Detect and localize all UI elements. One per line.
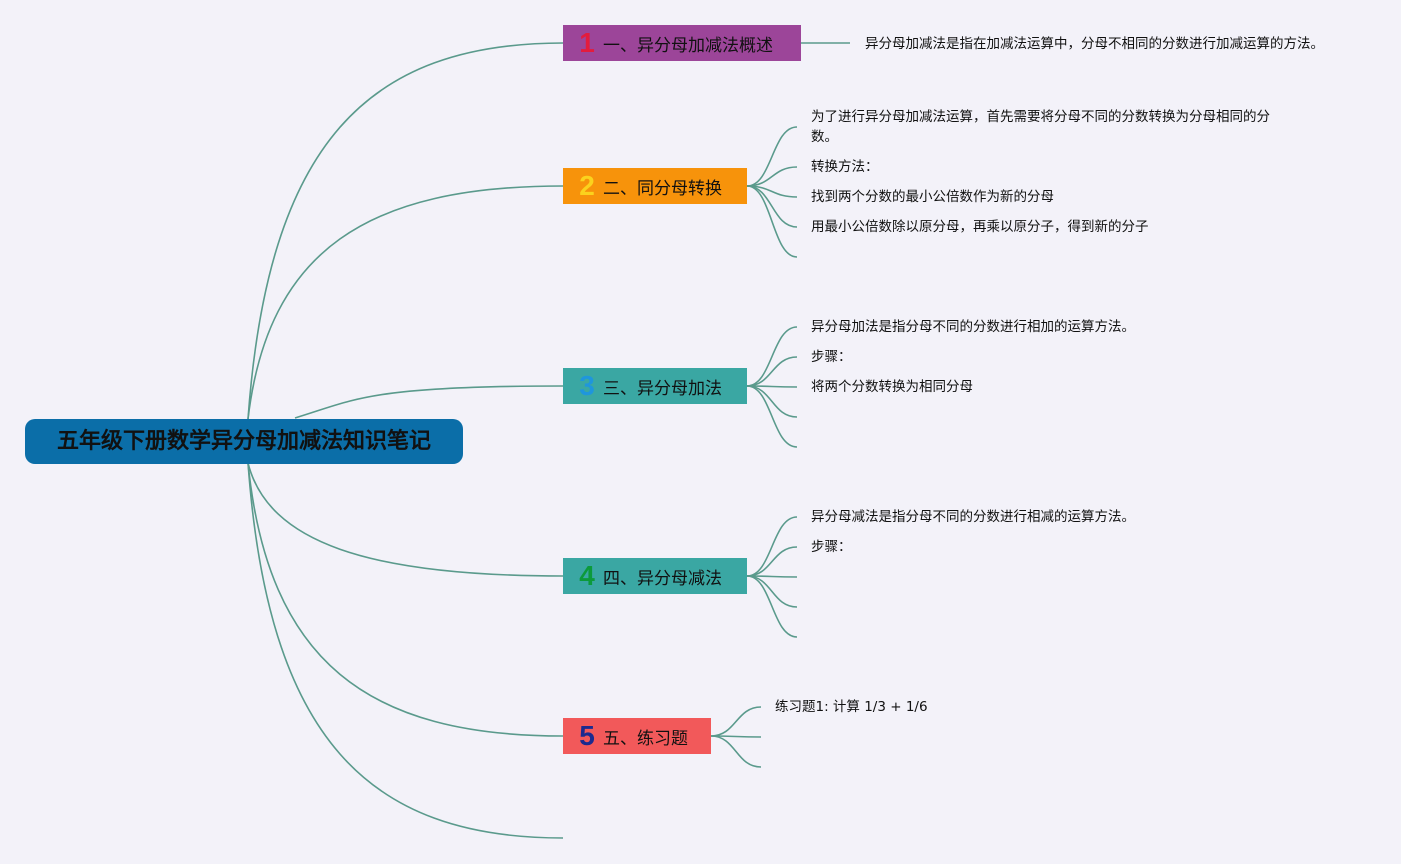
leaf-2-3[interactable]: 找到两个分数的最小公倍数作为新的分母 [811, 189, 1054, 205]
leaf-line-4-5 [746, 575, 798, 638]
branch-3 [294, 385, 564, 419]
topic-number-2: 2 [579, 170, 595, 201]
topic-4[interactable]: 4 四、异分母减法 [563, 558, 747, 594]
leaf-2-2[interactable]: 转换方法： [811, 159, 879, 175]
leaf-line-3-2 [746, 356, 798, 387]
branch-5 [247, 462, 564, 737]
leaf-4-2[interactable]: 步骤： [811, 539, 852, 555]
leaf-line-4-4 [746, 575, 798, 608]
topic-5[interactable]: 5 五、练习题 [563, 718, 711, 754]
leaf-line-2-1 [746, 126, 798, 187]
branch-6 [247, 462, 564, 839]
leaf-3-3[interactable]: 将两个分数转换为相同分母 [811, 379, 973, 395]
leaf-4-1[interactable]: 异分母减法是指分母不同的分数进行相减的运算方法。 [811, 509, 1135, 525]
leaf-line-4-2 [746, 546, 798, 577]
topic-label-3: 三、异分母加法 [603, 378, 722, 399]
leaf-3-1[interactable]: 异分母加法是指分母不同的分数进行相加的运算方法。 [811, 319, 1135, 335]
leaf-5-1[interactable]: 练习题1: 计算 1/3 + 1/6 [775, 699, 928, 715]
branch-2 [247, 185, 564, 420]
topic-1[interactable]: 1 一、异分母加减法概述 [563, 25, 801, 61]
topic-label-2: 二、同分母转换 [603, 178, 722, 199]
leaf-2-1[interactable]: 为了进行异分母加减法运算，首先需要将分母不同的分数转换为分母相同的分数。 [811, 109, 1270, 145]
topic-number-4: 4 [579, 560, 595, 591]
leaf-2-4[interactable]: 用最小公倍数除以原分母，再乘以原分子，得到新的分子 [811, 219, 1149, 235]
topic-number-1: 1 [579, 27, 595, 58]
topic-number-5: 5 [579, 720, 595, 751]
leaf-line-2-2 [746, 166, 798, 187]
leaf-line-5-3 [710, 735, 762, 768]
topic-label-4: 四、异分母减法 [603, 568, 722, 589]
leaf-3-2[interactable]: 步骤： [811, 349, 852, 365]
leaf-line-2-5 [746, 185, 798, 258]
topic-2[interactable]: 2 二、同分母转换 [563, 168, 747, 204]
topic-3[interactable]: 3 三、异分母加法 [563, 368, 747, 404]
topic-label-1: 一、异分母加减法概述 [603, 35, 773, 56]
leaf-1-1[interactable]: 异分母加减法是指在加减法运算中，分母不相同的分数进行加减运算的方法。 [865, 36, 1324, 52]
topic-number-3: 3 [579, 370, 595, 401]
branch-1 [247, 42, 564, 420]
leaf-line-3-4 [746, 385, 798, 418]
leaf-line-4-1 [746, 516, 798, 577]
root-topic[interactable]: 五年级下册数学异分母加减法知识笔记 [25, 419, 463, 464]
leaf-line-5-1 [710, 706, 762, 737]
leaf-line-3-1 [746, 326, 798, 387]
leaf-line-3-5 [746, 385, 798, 448]
topic-label-5: 五、练习题 [603, 728, 688, 749]
branch-4 [247, 462, 564, 577]
